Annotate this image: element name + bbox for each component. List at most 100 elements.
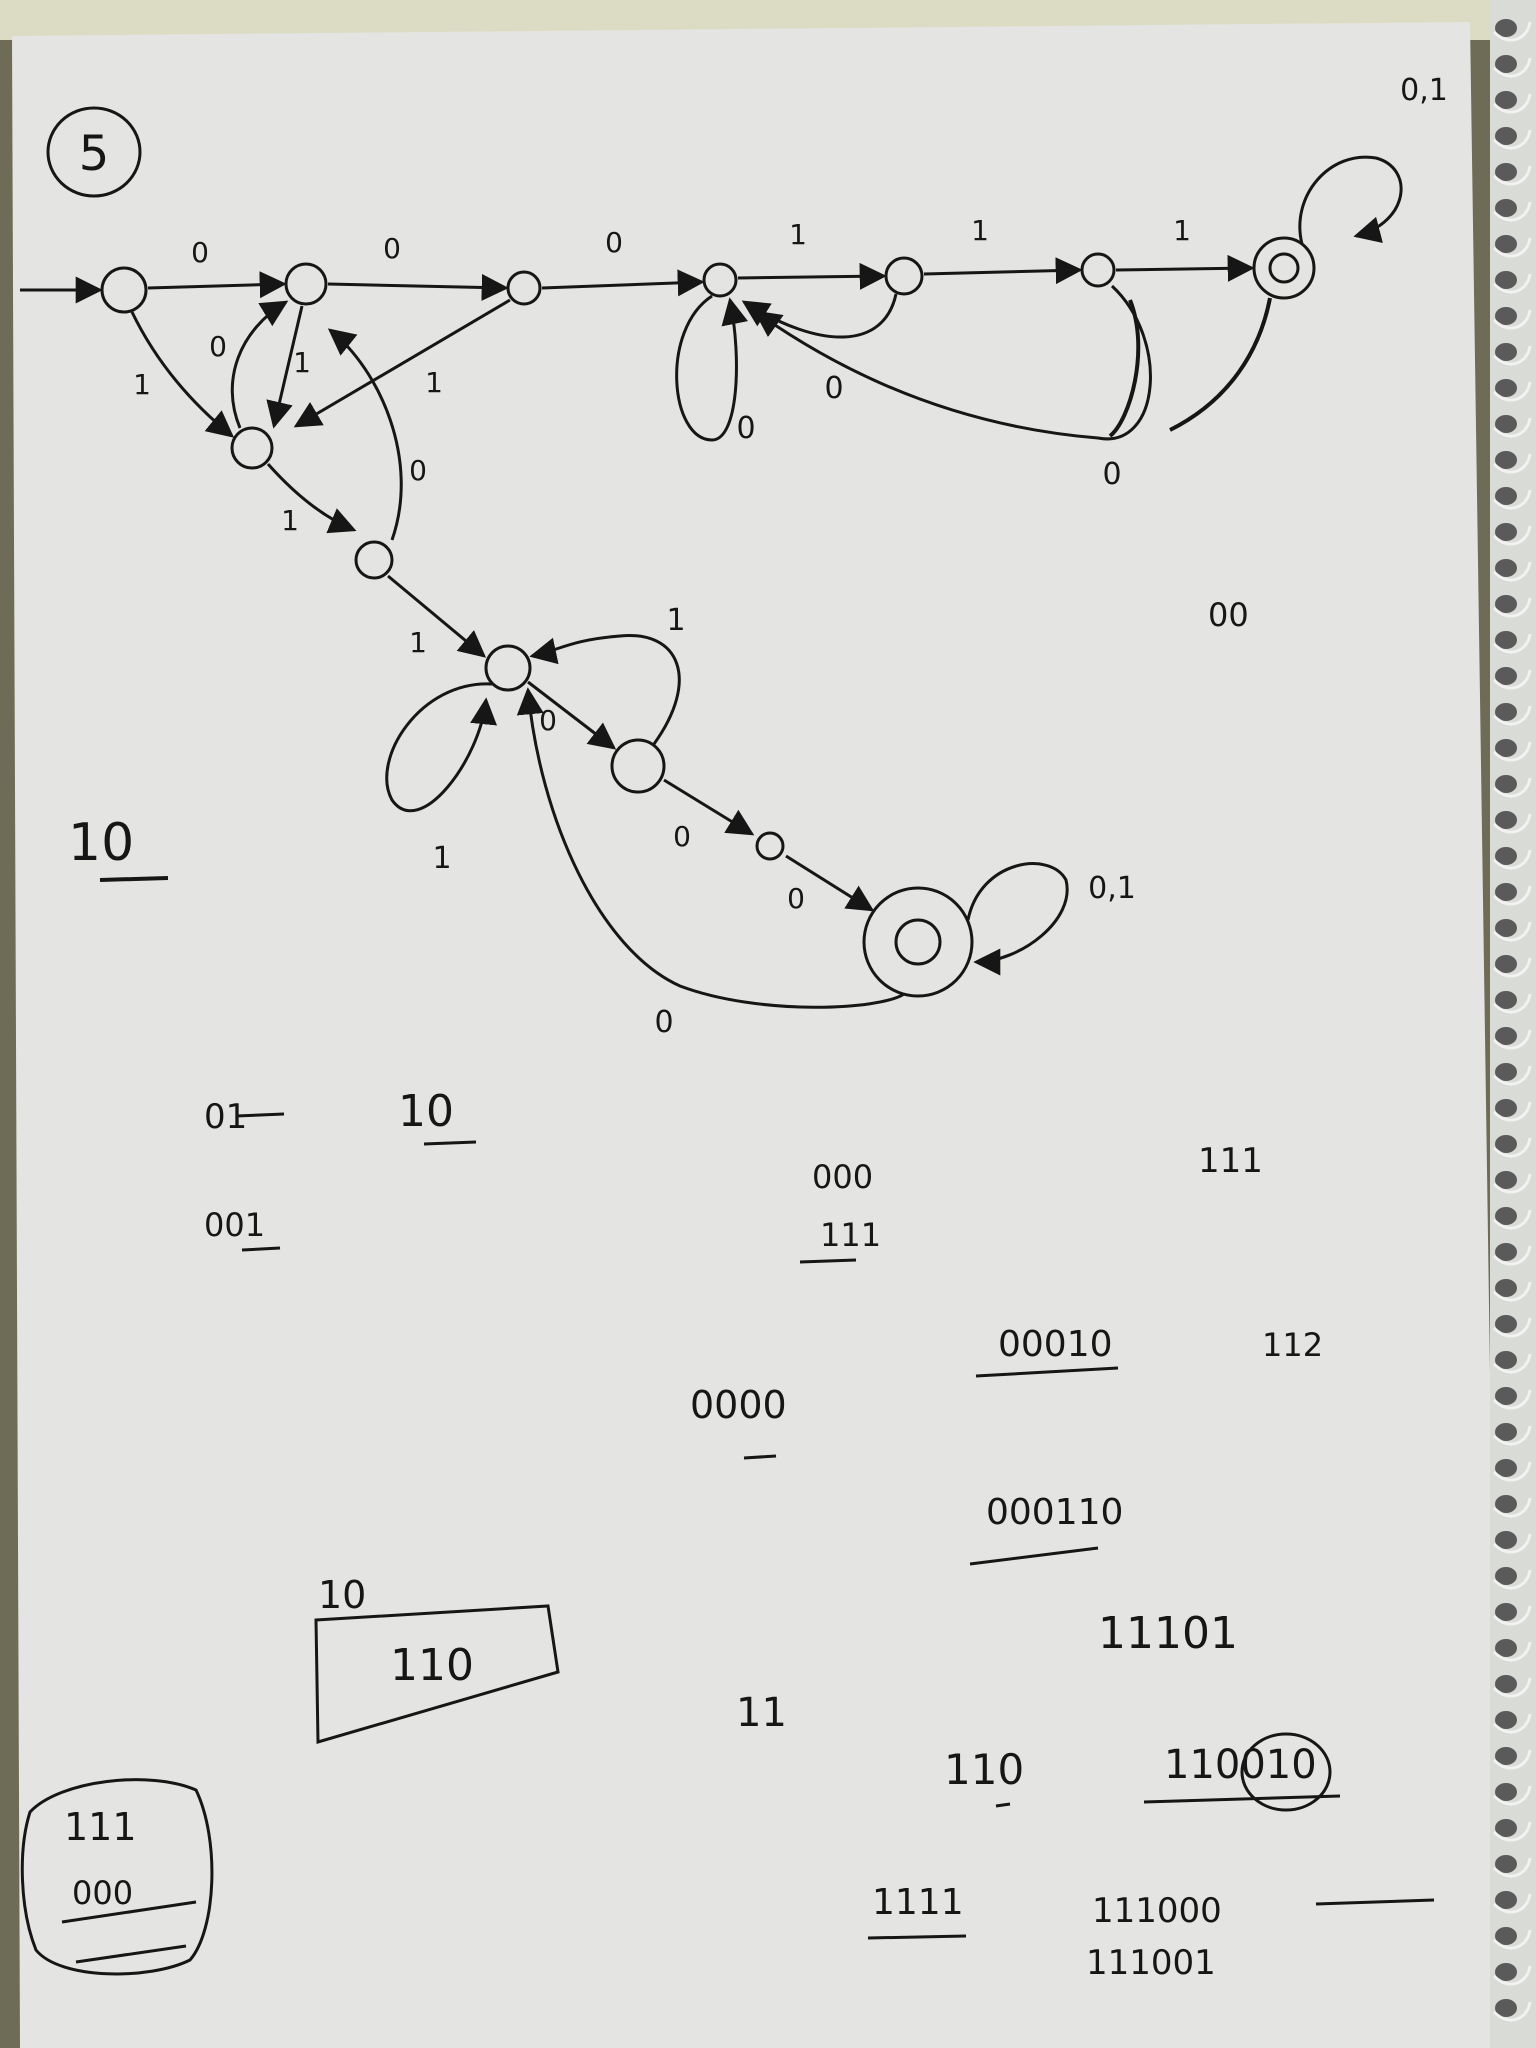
state-d <box>610 738 666 794</box>
underline <box>423 1140 477 1146</box>
spiral-wire <box>1492 1317 1532 1338</box>
edge-q1-a <box>266 305 304 429</box>
underline <box>743 1454 777 1460</box>
label-a-b: 1 <box>281 504 299 537</box>
state-c <box>484 644 532 692</box>
label-q3-self: 0 <box>736 411 755 446</box>
edge-q2-q3 <box>541 269 705 297</box>
spiral-ring <box>1495 1819 1517 1837</box>
label-q0-q1: 0 <box>191 236 209 269</box>
spiral-ring <box>1495 1747 1517 1765</box>
spiral-ring <box>1495 1423 1517 1441</box>
edge-f-self <box>966 862 1069 976</box>
note-10-left: 10 <box>68 813 134 873</box>
spiral-wire <box>1492 1641 1532 1662</box>
spiral-wire <box>1492 957 1532 978</box>
note-111-a: 111 <box>820 1216 881 1254</box>
spiral-wire <box>1492 1065 1532 1086</box>
spiral-ring <box>1495 1171 1517 1189</box>
note-111-b: 111 <box>1198 1141 1263 1181</box>
spiral-wire <box>1492 777 1532 798</box>
spiral-wire <box>1492 1965 1532 1986</box>
spiral-wire <box>1492 2001 1532 2022</box>
edge-q0-q1 <box>147 271 287 299</box>
spiral-wire <box>1492 1281 1532 1302</box>
underline <box>969 1546 1099 1566</box>
spiral-wire <box>1492 417 1532 438</box>
spiral-wire <box>1492 561 1532 582</box>
edge-d-e <box>663 778 755 836</box>
spiral-wire <box>1492 993 1532 1014</box>
spiral-ring <box>1495 559 1517 577</box>
note-000-corner: 000 <box>72 1874 133 1912</box>
spiral-wire <box>1492 849 1532 870</box>
edge-a-b <box>266 463 357 534</box>
spiral-wire <box>1492 93 1532 114</box>
label-q3-q4: 1 <box>789 218 807 251</box>
spiral-wire <box>1492 129 1532 150</box>
state-a <box>230 426 274 470</box>
spiral-wire <box>1492 21 1532 42</box>
spiral-wire <box>1492 1173 1532 1194</box>
spiral-ring <box>1495 1891 1517 1909</box>
spiral-ring <box>1495 991 1517 1009</box>
spiral-ring <box>1495 451 1517 469</box>
spiral-wire <box>1492 381 1532 402</box>
spiral-wire <box>1492 453 1532 474</box>
spiral-ring <box>1495 19 1517 37</box>
note-11: 11 <box>736 1690 787 1736</box>
label-b-c: 1 <box>409 626 427 659</box>
spiral-ring <box>1495 1495 1517 1513</box>
edge-q4-q5 <box>923 257 1083 285</box>
underline <box>867 1934 967 1940</box>
spiral-ring <box>1495 1927 1517 1945</box>
state-q0 <box>100 266 148 314</box>
spiral-wire <box>1492 273 1532 294</box>
label-q1-a: 1 <box>293 346 311 379</box>
spiral-ring <box>1495 1315 1517 1333</box>
spiral-wire <box>1492 309 1532 330</box>
edge-q2-a <box>293 298 511 428</box>
scratch-notes: 00 10 01 10 001 000 111 111 00010 112 00… <box>20 596 1435 1983</box>
edge-q6-self <box>1298 155 1403 245</box>
spiral-ring <box>1495 1567 1517 1585</box>
spiral-ring <box>1495 703 1517 721</box>
spiral-ring <box>1495 307 1517 325</box>
label-q4-q3: 0 <box>824 371 843 406</box>
edge-e-f <box>785 854 875 912</box>
note-00: 00 <box>1208 596 1249 634</box>
corner-loop <box>20 1778 214 1976</box>
note-112: 112 <box>1262 1326 1323 1364</box>
label-a-q1: 0 <box>209 330 227 363</box>
spiral-wire <box>1492 1929 1532 1950</box>
edge-b-q1 <box>327 328 403 541</box>
edge-q3-q4 <box>737 262 887 290</box>
note-110-box: 110 <box>390 1640 474 1691</box>
note-001: 001 <box>204 1206 265 1244</box>
spiral-wire <box>1492 1569 1532 1590</box>
underline <box>1143 1794 1341 1804</box>
spiral-ring <box>1495 91 1517 109</box>
spiral-ring <box>1495 1099 1517 1117</box>
note-110: 110 <box>944 1745 1024 1794</box>
spiral-ring <box>1495 1063 1517 1081</box>
spiral-wire <box>1492 237 1532 258</box>
spiral-wire <box>1492 1749 1532 1770</box>
spiral-ring <box>1495 955 1517 973</box>
underline <box>995 1802 1011 1808</box>
spiral-ring <box>1495 1531 1517 1549</box>
label-d-e: 0 <box>673 820 691 853</box>
spiral-ring <box>1495 1459 1517 1477</box>
spiral-wire <box>1492 1605 1532 1626</box>
edge-q3-self <box>675 294 748 442</box>
spiral-ring <box>1495 667 1517 685</box>
spiral-ring <box>1495 163 1517 181</box>
spiral-ring <box>1495 847 1517 865</box>
spiral-ring <box>1495 1855 1517 1873</box>
note-00010: 00010 <box>998 1324 1113 1365</box>
state-f-accept-inner <box>894 918 942 966</box>
underline <box>241 1246 281 1252</box>
spiral-ring <box>1495 883 1517 901</box>
note-111001: 111001 <box>1086 1943 1216 1983</box>
